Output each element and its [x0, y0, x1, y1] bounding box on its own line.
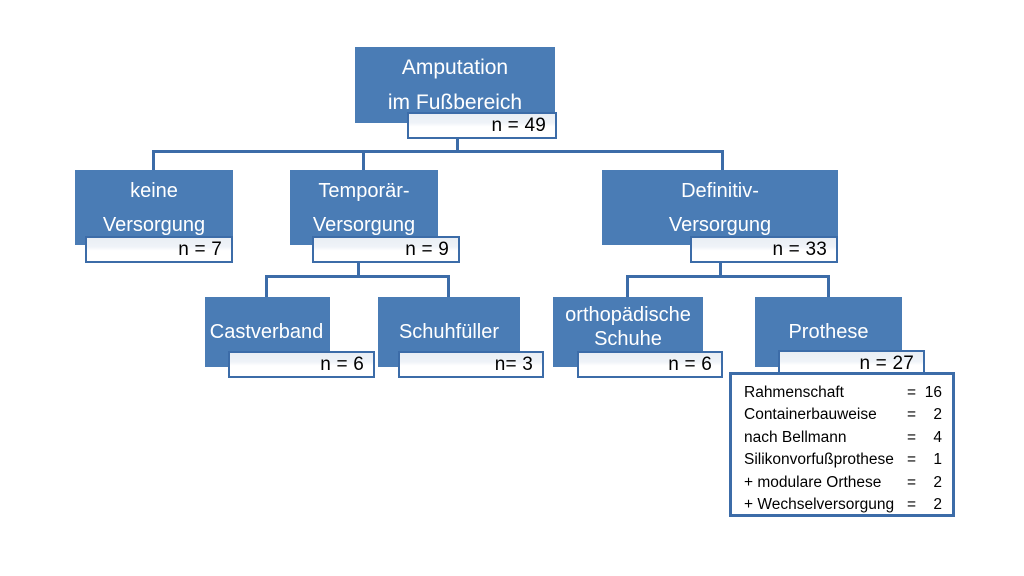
legend-row: nach Bellmann = 4	[744, 427, 942, 449]
node-temporaer-versorgung-line-1: Temporär-	[318, 179, 410, 202]
count-temporaer-versorgung: n = 9	[312, 236, 460, 263]
count-orthopaedische-schuhe: n = 6	[577, 351, 723, 378]
node-keine-versorgung[interactable]: keine Versorgung	[75, 170, 233, 245]
legend-label: Containerbauweise	[744, 406, 877, 424]
node-definitiv-versorgung-line-2: Versorgung	[668, 213, 772, 236]
prothese-breakdown-box: Rahmenschaft = 16 Containerbauweise = 2 …	[729, 372, 955, 517]
legend-equals: =	[906, 428, 916, 446]
node-keine-versorgung-line-1: keine	[130, 179, 178, 202]
node-amputation-line-1: Amputation	[401, 56, 509, 79]
legend-row: + modulare Orthese = 2	[744, 472, 942, 494]
legend-value: 2	[933, 496, 942, 514]
node-amputation-line-2: im Fußbereich	[387, 91, 523, 114]
legend-equals: =	[906, 451, 916, 469]
node-orthopaedische-schuhe-line-2: Schuhe	[594, 328, 662, 350]
legend-label: + Wechselversorgung	[744, 496, 895, 514]
connector-drop-keine	[152, 150, 155, 172]
node-amputation[interactable]: Amputation im Fußbereich	[355, 47, 555, 123]
connector-root-bus	[152, 150, 724, 153]
node-definitiv-versorgung-line-1: Definitiv-	[681, 179, 759, 202]
connector-drop-prothese	[827, 275, 830, 299]
legend-value: 2	[933, 406, 942, 424]
legend-equals: =	[906, 406, 916, 424]
node-castverband-line-1: Castverband	[209, 321, 324, 343]
count-amputation: n = 49	[407, 112, 557, 139]
connector-drop-castverband	[265, 275, 268, 299]
legend-equals: =	[906, 496, 916, 514]
legend-value: 16	[924, 384, 942, 401]
legend-value: 2	[933, 473, 942, 491]
legend-equals: =	[906, 473, 916, 491]
legend-equals: =	[906, 384, 916, 401]
legend-row: Containerbauweise = 2	[744, 404, 942, 426]
connector-temporaer-bus	[265, 275, 450, 278]
legend-value: 4	[933, 428, 942, 446]
connector-definitiv-bus	[626, 275, 829, 278]
node-temporaer-versorgung-line-2: Versorgung	[312, 213, 416, 236]
connector-drop-orthopaedische	[626, 275, 629, 299]
connector-temporaer-stem	[357, 262, 360, 278]
node-definitiv-versorgung[interactable]: Definitiv- Versorgung	[602, 170, 838, 245]
count-keine-versorgung: n = 7	[85, 236, 233, 263]
legend-label: Silikonvorfußprothese	[744, 451, 894, 469]
connector-drop-schuhfueller	[447, 275, 450, 299]
legend-label: + modulare Orthese	[744, 473, 882, 491]
node-keine-versorgung-line-2: Versorgung	[102, 213, 206, 236]
node-prothese-line-1: Prothese	[788, 321, 869, 343]
node-schuhfueller-line-1: Schuhfüller	[398, 321, 500, 343]
node-orthopaedische-schuhe-line-1: orthopädische	[565, 304, 691, 326]
legend-label: nach Bellmann	[744, 428, 847, 446]
legend-row: Rahmenschaft = 16	[744, 382, 942, 404]
legend-value: 1	[933, 451, 942, 469]
legend-row: + Wechselversorgung = 2	[744, 494, 942, 516]
count-castverband: n = 6	[228, 351, 375, 378]
connector-drop-temporaer	[362, 150, 365, 172]
count-schuhfueller: n= 3	[398, 351, 544, 378]
connector-root-stem	[456, 136, 459, 152]
legend-label: Rahmenschaft	[744, 384, 844, 401]
count-definitiv-versorgung: n = 33	[690, 236, 838, 263]
connector-drop-definitiv	[721, 150, 724, 172]
legend-row: Silikonvorfußprothese = 1	[744, 449, 942, 471]
connector-definitiv-stem	[719, 262, 722, 278]
node-temporaer-versorgung[interactable]: Temporär- Versorgung	[290, 170, 438, 245]
